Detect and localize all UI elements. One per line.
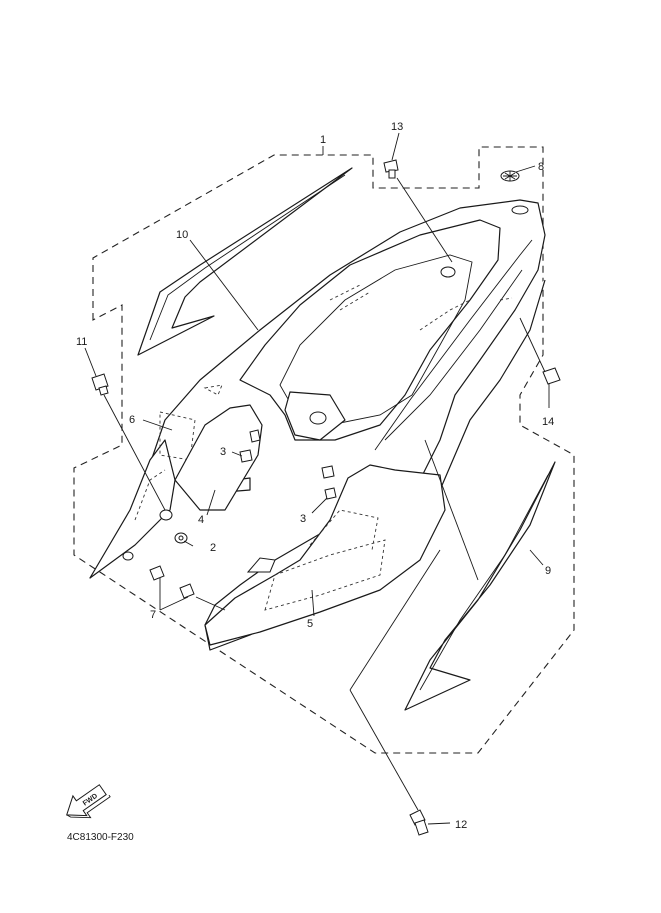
left-graphic-decal <box>137 167 353 356</box>
callout-4: 4 <box>198 514 204 526</box>
bolt-11 <box>91 373 109 396</box>
callout-11: 11 <box>76 336 87 348</box>
callout-labels: 1 2 3 3 4 5 6 7 8 9 10 11 12 13 14 <box>76 121 554 831</box>
nut-3-lower <box>321 465 337 500</box>
callout-12: 12 <box>455 819 467 831</box>
right-graphic-decal <box>404 461 556 711</box>
nut-3-upper <box>239 429 261 463</box>
leader-lines <box>84 132 550 825</box>
callout-7: 7 <box>150 609 156 621</box>
fwd-arrow-icon: FWD <box>66 784 111 819</box>
washer-2 <box>174 532 188 544</box>
clip-14 <box>542 367 561 385</box>
callout-13: 13 <box>391 121 403 133</box>
callout-6: 6 <box>129 414 135 426</box>
screw-13 <box>383 159 399 179</box>
grommet-7 <box>149 565 195 599</box>
callout-5: 5 <box>307 618 313 630</box>
part-code: 4C81300-F230 <box>67 832 134 843</box>
assembly-boundary <box>73 146 575 754</box>
callout-10: 10 <box>176 229 188 241</box>
callout-3-upper: 3 <box>220 446 226 458</box>
right-side-cover <box>204 464 446 646</box>
callout-1: 1 <box>320 134 326 146</box>
grommet-8 <box>500 170 520 182</box>
callout-14: 14 <box>542 416 554 428</box>
callout-9: 9 <box>545 565 551 577</box>
callout-8: 8 <box>538 161 544 173</box>
left-side-panel <box>89 411 196 579</box>
callout-2: 2 <box>210 542 216 554</box>
damper-6 <box>122 509 173 561</box>
callout-3-lower: 3 <box>300 513 306 525</box>
bolt-12 <box>409 809 429 836</box>
